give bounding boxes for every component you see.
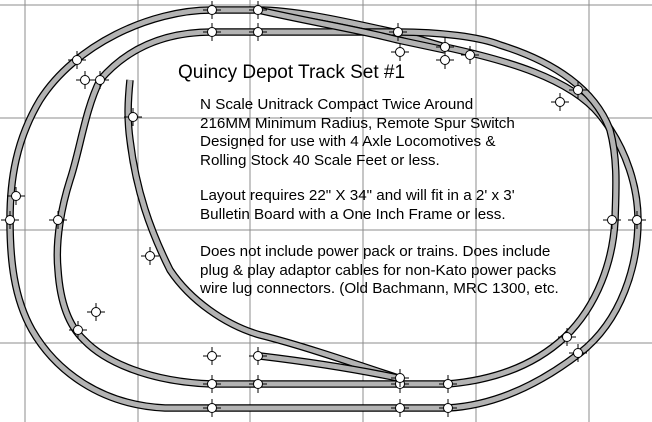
track-joint [128, 112, 138, 122]
track-joint [562, 332, 572, 342]
track-joint [73, 325, 83, 335]
description-line: Rolling Stock 40 Scale Feet or less. [200, 151, 440, 169]
track-joint [393, 27, 403, 37]
track-joint [440, 42, 450, 52]
track-joint [207, 27, 217, 37]
track-joint [253, 5, 263, 15]
description-line: plug & play adaptor cables for non-Kato … [200, 261, 557, 279]
layout-title: Quincy Depot Track Set #1 [178, 62, 406, 83]
track-joint [207, 351, 217, 361]
description-line: 216MM Minimum Radius, Remote Spur Switch [200, 114, 515, 132]
track-joint [145, 251, 155, 261]
track-joint [5, 215, 15, 225]
track-joint [440, 55, 450, 65]
track-joint [395, 373, 405, 383]
track-joint [80, 75, 90, 85]
description-paragraph-1: N Scale Unitrack Compact Twice Around 21… [200, 96, 515, 170]
track-joint [72, 55, 82, 65]
track-joint [443, 403, 453, 413]
track-joint [395, 47, 405, 57]
track-joint [253, 379, 263, 389]
track-crossover-top [257, 7, 446, 53]
track-pieces [6, 6, 642, 412]
track-joint [465, 50, 475, 60]
track-joint [395, 403, 405, 413]
track-spur [125, 79, 399, 381]
track-joint [53, 215, 63, 225]
description-line: Layout requires 22" X 34" and will fit i… [200, 187, 515, 204]
track-joint [573, 348, 583, 358]
track-inner-loop [54, 29, 619, 387]
track-joint [11, 191, 21, 201]
description-line: N Scale Unitrack Compact Twice Around [200, 96, 474, 113]
track-joints [1, 1, 646, 417]
track-joint [207, 5, 217, 15]
track-joint [207, 379, 217, 389]
description-paragraph-3: Does not include power pack or trains. D… [200, 243, 559, 299]
track-joint [207, 403, 217, 413]
description-paragraph-2: Layout requires 22" X 34" and will fit i… [200, 187, 515, 224]
description-line: Does not include power pack or trains. D… [200, 243, 551, 260]
track-crossover-bottom [259, 353, 399, 381]
description-line: Bulletin Board with a One Inch Frame or … [200, 205, 506, 223]
track-joint [573, 85, 583, 95]
track-outer-loop [7, 7, 641, 411]
track-joint [632, 215, 642, 225]
description-line: Designed for use with 4 Axle Locomotives… [200, 133, 496, 151]
track-joint [607, 215, 617, 225]
track-joint [91, 307, 101, 317]
track-joint [253, 27, 263, 37]
track-joint [443, 379, 453, 389]
track-joint [555, 97, 565, 107]
description-line: wire lug connectors. (Old Bachmann, MRC … [200, 280, 559, 298]
track-joint [253, 351, 263, 361]
track-joint [95, 75, 105, 85]
